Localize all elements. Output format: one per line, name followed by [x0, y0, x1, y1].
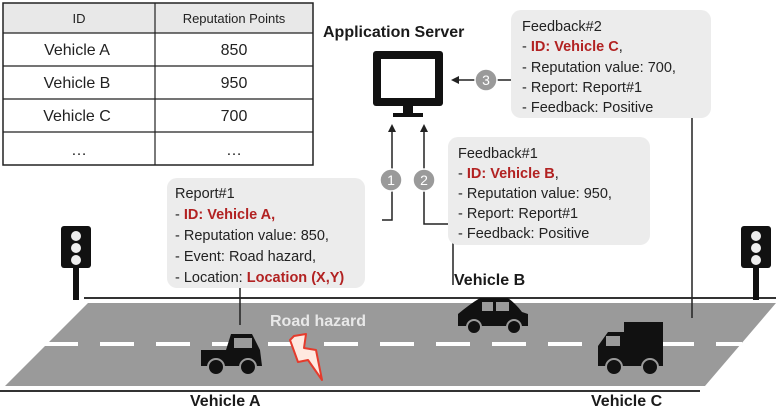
- report-1-id-prefix: -: [175, 207, 184, 223]
- feedback-2-id-suffix: ,: [619, 39, 623, 55]
- svg-text:- ID: Vehicle B,: - ID: Vehicle B,: [458, 166, 559, 182]
- table-cell: 950: [221, 75, 248, 92]
- table-cell: Vehicle C: [43, 108, 111, 125]
- table-header-id: ID: [73, 11, 86, 26]
- svg-text:3: 3: [482, 72, 490, 88]
- vehicle-a-label: Vehicle A: [190, 393, 261, 409]
- traffic-light-left-icon: [61, 226, 91, 300]
- svg-text:2: 2: [420, 172, 428, 188]
- feedback-1-id: ID: Vehicle B: [467, 166, 555, 182]
- feedback-2-title: Feedback#2: [522, 19, 602, 35]
- report-1-id: ID: Vehicle A,: [184, 207, 275, 223]
- step-3-badge: 3: [474, 68, 498, 92]
- report-1-box: Report#1 - ID: Vehicle A, - Reputation v…: [167, 178, 365, 288]
- traffic-light-right-icon: [741, 226, 771, 300]
- reputation-table: ID Reputation Points Vehicle A 850 Vehic…: [2, 2, 314, 166]
- feedback-1-feedback: - Feedback: Positive: [458, 226, 589, 242]
- feedback-2-rep: - Reputation value: 700,: [522, 60, 676, 76]
- feedback-1-report: - Report: Report#1: [458, 206, 578, 222]
- report-1-location: Location (X,Y): [247, 270, 345, 286]
- vehicle-b-label: Vehicle B: [454, 272, 525, 289]
- feedback-1-rep: - Reputation value: 950,: [458, 186, 612, 202]
- hazard-lightning-icon: [289, 333, 323, 381]
- road-hazard-label: Road hazard: [270, 313, 366, 330]
- svg-text:- Location: Location (X,Y): - Location: Location (X,Y): [175, 270, 344, 286]
- report-1-title: Report#1: [175, 186, 235, 202]
- server-monitor-icon[interactable]: [373, 51, 443, 117]
- feedback-2-box: Feedback#2 - ID: Vehicle C, - Reputation…: [511, 10, 711, 118]
- svg-text:- ID: Vehicle A,: - ID: Vehicle A,: [175, 207, 275, 223]
- feedback-1-id-prefix: -: [458, 166, 467, 182]
- table-cell: Vehicle B: [44, 75, 111, 92]
- feedback-1-title: Feedback#1: [458, 146, 538, 162]
- vehicle-a-truck-icon[interactable]: [201, 334, 262, 376]
- step-1-badge: 1: [379, 168, 403, 192]
- feedback-2-feedback: - Feedback: Positive: [522, 100, 653, 116]
- svg-text:- ID: Vehicle C,: - ID: Vehicle C,: [522, 39, 623, 55]
- step-2-badge: 2: [412, 168, 436, 192]
- table-cell: Vehicle A: [44, 42, 110, 59]
- vehicle-b-car-icon[interactable]: [458, 298, 528, 335]
- feedback-2-report: - Report: Report#1: [522, 80, 642, 96]
- table-cell: …: [71, 142, 87, 159]
- feedback-2-id: ID: Vehicle C: [531, 39, 619, 55]
- table-header-row: [3, 3, 313, 33]
- svg-text:1: 1: [387, 172, 395, 188]
- report-1-loc-prefix: - Location:: [175, 270, 247, 286]
- report-1-event: - Event: Road hazard,: [175, 249, 316, 265]
- vehicle-c-van-icon[interactable]: [598, 322, 663, 376]
- vehicle-c-label: Vehicle C: [591, 393, 663, 409]
- table-header-points: Reputation Points: [183, 11, 286, 26]
- table-cell: 700: [221, 108, 248, 125]
- application-server-label: Application Server: [323, 24, 464, 41]
- report-1-rep: - Reputation value: 850,: [175, 228, 329, 244]
- table-border: [2, 2, 314, 166]
- table-cell: …: [226, 142, 242, 159]
- feedback-1-box: Feedback#1 - ID: Vehicle B, - Reputation…: [448, 137, 650, 245]
- feedback-2-id-prefix: -: [522, 39, 531, 55]
- table-cell: 850: [221, 42, 248, 59]
- feedback-1-id-suffix: ,: [555, 166, 559, 182]
